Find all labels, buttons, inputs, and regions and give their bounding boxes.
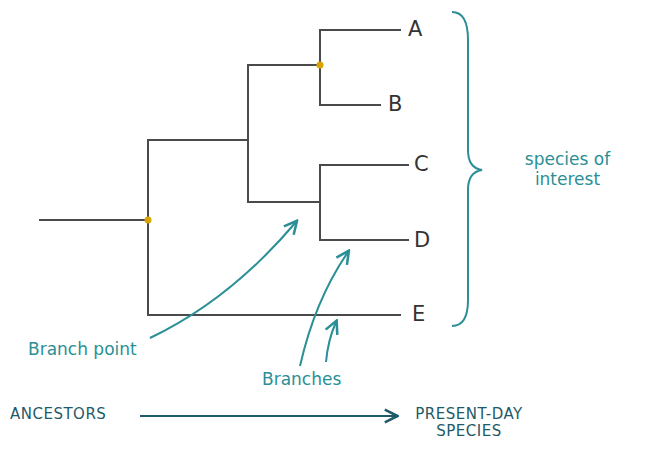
axis-label: PRESENT-DAY SPECIES bbox=[404, 406, 534, 441]
time-arrow bbox=[140, 415, 396, 417]
species-label: E bbox=[412, 302, 425, 326]
species-label: D bbox=[414, 228, 430, 252]
leader-line bbox=[300, 252, 348, 366]
axis-label: ANCESTORS bbox=[10, 406, 106, 423]
branch-c bbox=[320, 164, 408, 166]
node-dot bbox=[317, 62, 324, 69]
species-label: A bbox=[408, 17, 422, 41]
bracket-label: species of interest bbox=[500, 150, 635, 189]
branch-b bbox=[320, 104, 380, 106]
branch bbox=[148, 139, 248, 141]
node-dot bbox=[145, 217, 152, 224]
species-label: B bbox=[388, 92, 402, 116]
branch bbox=[248, 201, 320, 203]
branch-split bbox=[147, 140, 149, 315]
branch bbox=[248, 64, 320, 66]
branch-a bbox=[320, 29, 400, 31]
branch-e bbox=[148, 314, 400, 316]
callout-label: Branch point bbox=[28, 340, 137, 360]
leader-line bbox=[150, 222, 296, 338]
leader-line bbox=[326, 322, 336, 362]
root-branch bbox=[40, 219, 148, 221]
bracket bbox=[452, 12, 482, 326]
branch-split bbox=[247, 65, 249, 202]
branch-d bbox=[320, 239, 408, 241]
branch-split bbox=[319, 165, 321, 240]
callout-label: Branches bbox=[262, 370, 341, 390]
species-label: C bbox=[414, 152, 429, 176]
